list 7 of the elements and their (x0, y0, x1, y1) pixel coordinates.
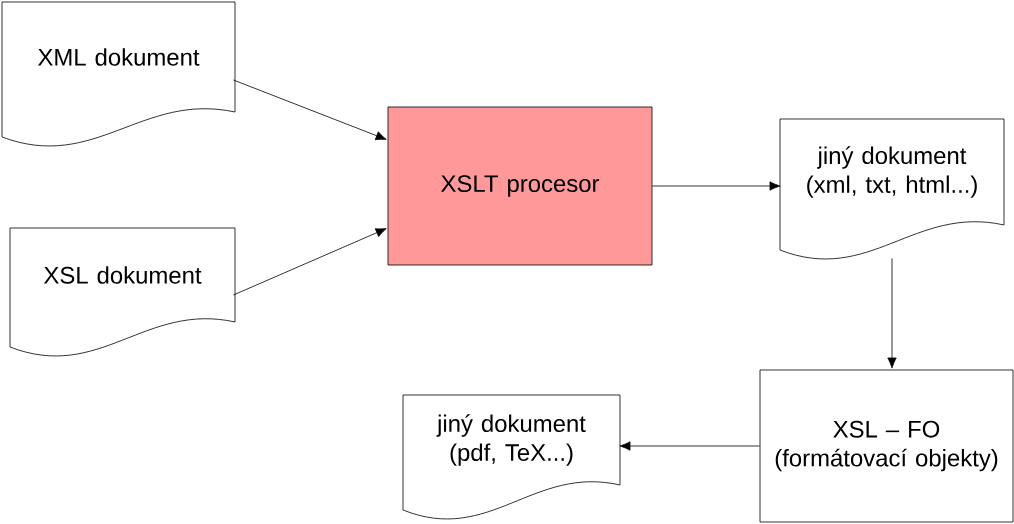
process-box: XSLT procesor (387, 106, 653, 266)
arrow (619, 441, 760, 451)
arrow (887, 258, 897, 369)
arrow (233, 79, 387, 141)
arrow (233, 228, 387, 296)
arrow (652, 181, 781, 191)
process-box: XSL – FO (formátovací objekty) (759, 369, 1014, 523)
